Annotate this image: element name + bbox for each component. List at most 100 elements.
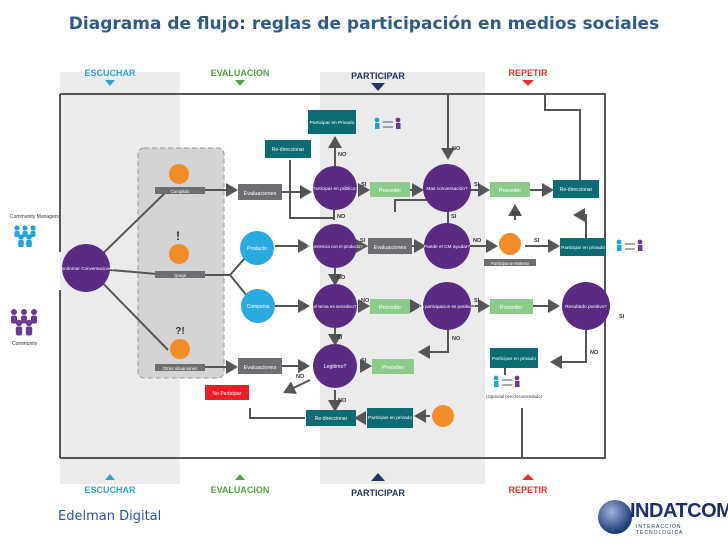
proceder-label-5: Proceder	[382, 365, 404, 371]
exchange-icon-top	[374, 117, 401, 129]
proceder-label-4: Proceder	[500, 305, 522, 311]
label-no-4: NO	[473, 238, 482, 244]
participar-privado-lower-label: Participar en privado	[492, 356, 536, 362]
angry-face-icon	[169, 244, 189, 264]
legitimo-node: Legitimo?	[313, 344, 357, 388]
producto-label: Producto	[247, 246, 267, 252]
opcional-label: (Opcional pero recomendado)	[486, 394, 542, 399]
decision-labels: NO SI NO NO SI SI SI NO SI NO NO NO SI S…	[296, 146, 625, 404]
label-si-3: SI	[451, 214, 457, 220]
redireccionar-bottom-label: Re-direccionar	[315, 416, 348, 422]
label-no-7: NO	[361, 298, 370, 304]
evaluaciones-box-3: Evaluaciones	[238, 358, 282, 374]
participar-privado-top-box: Participar en Privado	[308, 110, 356, 134]
redireccionar-bottom-box: Re-direccionar	[306, 410, 356, 426]
exclaim-label: !	[176, 229, 180, 243]
label-si-5: SI	[534, 238, 540, 244]
participar-privado-right-label: Participar en privado	[561, 245, 605, 251]
puede-cm-node: Puede el CM ayudar?	[424, 223, 471, 269]
compania-label: Compania	[247, 304, 270, 310]
redireccionar-right-label: Re-direccionar	[560, 187, 593, 193]
community-managers-actor: Community Managers	[10, 214, 59, 247]
community-managers-label: Community Managers	[10, 214, 59, 220]
upset-face-icon	[499, 233, 521, 255]
producto-node: Producto	[240, 231, 274, 265]
cumplido-label: Cumplido	[170, 189, 190, 194]
puede-cm-label: Puede el CM ayudar?	[424, 244, 471, 250]
label-no-10: NO	[296, 374, 305, 380]
mas-conv-label: Mas conversación?	[426, 186, 468, 192]
label-no-5: NO	[512, 211, 521, 217]
column-footer-participar: PARTICIPAR	[351, 488, 405, 498]
proceder-label-1: Proceder	[379, 188, 401, 194]
proceder-label-2: Proceder	[499, 188, 521, 194]
column-header-escuchar: ESCUCHAR	[84, 68, 136, 78]
participante-molesto-node: Participante Molesto	[484, 233, 536, 266]
column-header-repetir: REPETIR	[508, 68, 548, 78]
participar-privado-lower-box: Participar en privado	[490, 348, 538, 368]
evaluaciones-label-3: Evaluaciones	[244, 365, 277, 371]
compania-node: Compania	[241, 289, 275, 323]
redireccionar-right-box: Re-direccionar	[553, 180, 599, 198]
label-no-6: NO	[337, 275, 346, 281]
queja-node: ! Queja	[155, 229, 205, 278]
column-footer-repetir: REPETIR	[508, 485, 548, 495]
participar-publico-node: Participar en público?	[312, 166, 358, 210]
participacion-positiva-node: La participacion es positiva?	[419, 282, 476, 330]
queja-label: Queja	[174, 273, 187, 278]
footer-credit: Edelman Digital	[58, 509, 162, 524]
confused-face-icon	[170, 339, 190, 359]
participar-privado-bottom-label: Participar en privado	[368, 415, 412, 421]
no-participar-label: No Participar	[213, 391, 242, 397]
indatcom-logo: INDATCOM INTERACCION TECNOLOGICA	[596, 496, 728, 544]
logo-text: INDATCOM	[630, 500, 728, 522]
legitimo-label: Legitimo?	[324, 364, 347, 370]
exchange-icon-lower	[493, 375, 520, 387]
evaluaciones-box-1: Evaluaciones	[238, 184, 282, 200]
redireccionar-top-label: Re-direccionar	[272, 147, 305, 153]
otras-situaciones-node: ?! Otras situaciones	[155, 326, 205, 371]
label-no-8: NO	[452, 336, 461, 342]
column-footer-evaluacion: EVALUACION	[211, 485, 270, 495]
proceder-box-4: Proceder	[490, 299, 533, 314]
participar-privado-right-box: Participar en privado	[560, 238, 606, 256]
tema-sensitivo-node: el tema es sensitivo?	[313, 284, 357, 328]
proceder-box-5: Proceder	[372, 359, 414, 374]
monitorear-label: Monitorear Conversaciones	[58, 266, 115, 271]
participacion-pos-label: La participacion es positiva?	[419, 304, 476, 309]
otras-label: Otras situaciones	[163, 366, 199, 371]
happy-face-icon	[169, 164, 189, 184]
globe-icon	[598, 500, 632, 534]
upset-face-bottom-icon	[432, 405, 454, 427]
label-no-2: NO	[337, 214, 346, 220]
column-header-evaluacion: EVALUACION	[211, 68, 270, 78]
experiencia-label: Experiencia con el producto?	[307, 244, 363, 249]
column-header-participar: PARTICIPAR	[351, 71, 405, 81]
exchange-icon-right	[616, 239, 643, 251]
label-no-1: NO	[338, 152, 347, 158]
experiencia-node: Experiencia con el producto?	[307, 224, 363, 268]
no-participar-box: No Participar	[205, 385, 249, 400]
label-no-11: NO	[338, 398, 347, 404]
resultado-positivo-node: Resultado positivo?	[562, 282, 610, 330]
participar-publico-label: Participar en público?	[312, 186, 358, 192]
resultado-label: Resultado positivo?	[565, 304, 607, 310]
tema-label: el tema es sensitivo?	[314, 304, 357, 309]
cumplido-node: Cumplido	[155, 164, 205, 194]
column-headers-bottom: ESCUCHAR EVALUACION PARTICIPAR REPETIR	[84, 473, 548, 498]
community-actor: Community	[11, 309, 38, 347]
page-title: Diagrama de flujo: reglas de participaci…	[68, 14, 660, 34]
participante-molesto-label: Participante Molesto	[491, 261, 530, 266]
mas-conversacion-node: Mas conversación?	[423, 164, 471, 212]
logo-tagline: INTERACCION TECNOLOGICA	[636, 524, 684, 536]
participar-privado-bottom-box: Participar en privado	[367, 408, 413, 428]
label-no-9: NO	[590, 350, 599, 356]
evaluaciones-label-1: Evaluaciones	[244, 191, 277, 197]
column-footer-escuchar: ESCUCHAR	[84, 485, 136, 495]
column-headers-top: ESCUCHAR EVALUACION PARTICIPAR REPETIR	[84, 68, 548, 91]
label-si-6: SI	[474, 298, 480, 304]
proceder-label-3: Proceder	[379, 305, 401, 311]
label-si-7: SI	[337, 335, 343, 341]
redireccionar-top-box: Re-direccionar	[265, 140, 311, 158]
